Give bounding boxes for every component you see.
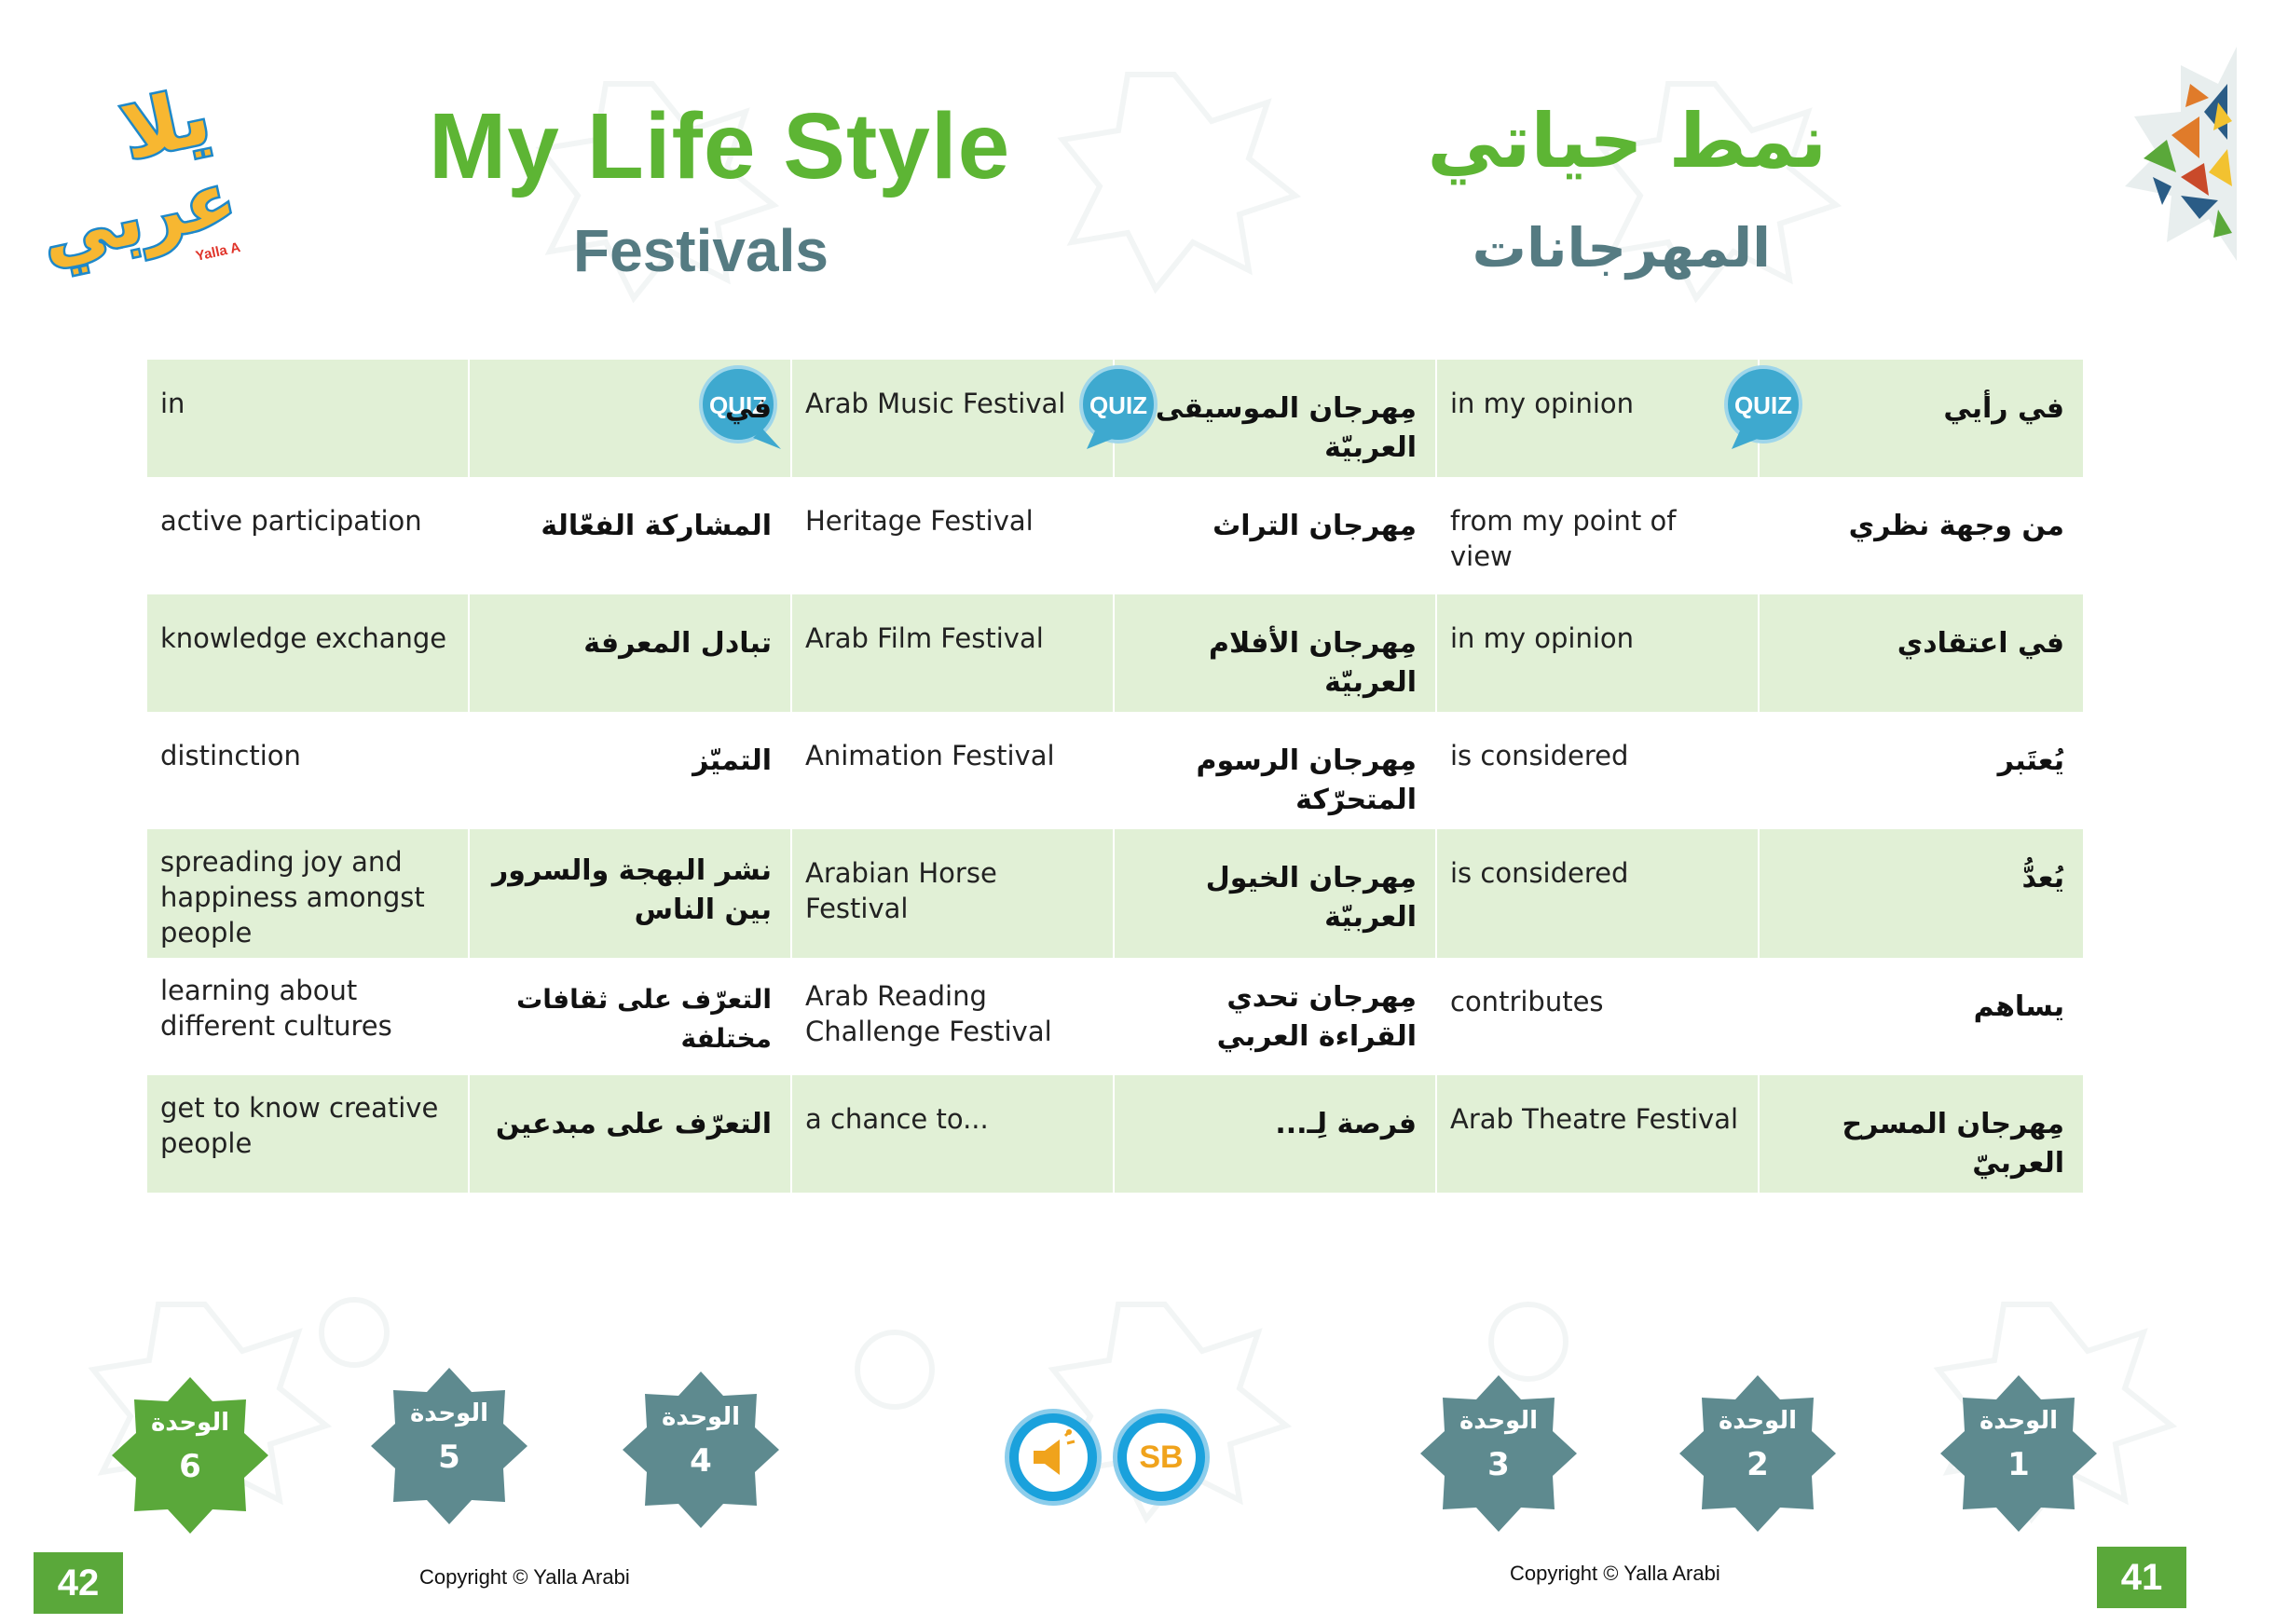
- vocab-en-cell: Arab Reading Challenge Festival: [790, 958, 1114, 1075]
- vocab-ar-cell: التعرّف على مبدعين: [468, 1075, 791, 1193]
- eight-point-star-icon: [1940, 1375, 2097, 1532]
- unit-4-button[interactable]: الوحدة 4: [623, 1372, 779, 1528]
- vocab-en-cell: distinction: [145, 712, 469, 829]
- vocab-ar-cell: يساهم: [1758, 958, 2083, 1075]
- vocab-ar-cell: التميّز: [468, 712, 791, 829]
- vocab-ar-cell: التعرّف على ثقافات مختلفة: [468, 958, 791, 1075]
- svg-text:QUIZ: QUIZ: [709, 391, 767, 419]
- vocab-ar-cell: من وجهة نظري: [1758, 477, 2083, 594]
- sb-label: SB: [1139, 1440, 1184, 1475]
- table-row: in QUIZ في Arab Music Festival QUIZ مِهر…: [145, 360, 2083, 477]
- vocab-en-cell: Animation Festival: [790, 712, 1114, 829]
- page-subtitle-ar: المهرجانات: [1472, 216, 1771, 280]
- svg-text:QUIZ: QUIZ: [1734, 391, 1792, 419]
- page-number-right: 41: [2097, 1547, 2186, 1608]
- copyright-left: Copyright © Yalla Arabi: [419, 1565, 630, 1589]
- vocab-en-cell: Arabian Horse Festival: [790, 829, 1114, 958]
- vocab-ar-cell: QUIZ مِهرجان الموسيقى العربيّة: [1079, 360, 1436, 477]
- table-row: get to know creative people التعرّف على …: [145, 1075, 2083, 1193]
- vocab-en-cell: a chance to...: [790, 1075, 1114, 1193]
- vocab-ar-cell: تبادل المعرفة: [468, 594, 791, 712]
- vocab-ar-cell: مِهرجان الأفلام العربيّة: [1113, 594, 1436, 712]
- table-row: distinction التميّز Animation Festival م…: [145, 712, 2083, 829]
- vocab-ar-cell: مِهرجان المسرح العربيّ: [1758, 1075, 2083, 1193]
- vocab-ar-cell: يُعتَبر: [1758, 712, 2083, 829]
- vocab-ar-cell: نشر البهجة والسرور بين الناس: [468, 829, 791, 958]
- svg-text:QUIZ: QUIZ: [1089, 391, 1147, 419]
- quiz-bubble-icon[interactable]: QUIZ: [697, 363, 787, 453]
- table-row: active participation المشاركة الفعّالة H…: [145, 477, 2083, 594]
- eight-point-star-icon: [1420, 1375, 1577, 1532]
- vocab-en-cell: Arab Music Festival: [790, 360, 1114, 477]
- vocab-en-cell: is considered: [1435, 712, 1759, 829]
- vocab-ar-cell: مِهرجان الخيول العربيّة: [1113, 829, 1436, 958]
- eight-point-star-icon: [1679, 1375, 1836, 1532]
- svg-text:يلا: يلا: [115, 73, 218, 177]
- quiz-bubble-icon[interactable]: QUIZ: [1722, 363, 1812, 453]
- unit-5-button[interactable]: الوحدة 5: [371, 1368, 527, 1524]
- unit-1-button[interactable]: الوحدة 1: [1940, 1375, 2097, 1532]
- audio-button[interactable]: [1005, 1409, 1102, 1506]
- unit-2-button[interactable]: الوحدة 2: [1679, 1375, 1836, 1532]
- page-subtitle-en: Festivals: [573, 217, 829, 284]
- vocab-en-cell: in my opinion: [1435, 594, 1759, 712]
- table-row: learning about different cultures التعرّ…: [145, 958, 2083, 1075]
- vocabulary-table: in QUIZ في Arab Music Festival QUIZ مِهر…: [145, 360, 2083, 1193]
- page-title-en: My Life Style: [429, 94, 1011, 198]
- quiz-bubble-icon[interactable]: QUIZ: [1077, 363, 1167, 453]
- vocab-ar-cell: في اعتقادي: [1758, 594, 2083, 712]
- copyright-right: Copyright © Yalla Arabi: [1510, 1562, 1720, 1585]
- eight-point-star-icon: [112, 1377, 268, 1534]
- mosaic-star-ornament: [2125, 47, 2237, 261]
- vocab-en-cell: active participation: [145, 477, 469, 594]
- vocab-en-cell: learning about different cultures: [145, 958, 469, 1075]
- vocab-ar-cell: مِهرجان الرسوم المتحرّكة: [1113, 712, 1436, 829]
- vocab-en-cell: in my opinion: [1435, 360, 1759, 477]
- page-title-ar: نمط حياتي: [1427, 98, 1827, 184]
- audio-speaker-icon: [1034, 1428, 1075, 1475]
- vocab-ar-cell: QUIZ في: [468, 360, 791, 477]
- eight-point-star-icon: [371, 1368, 527, 1524]
- vocab-en-cell: is considered: [1435, 829, 1759, 958]
- vocab-en-cell: spreading joy and happiness amongst peop…: [145, 829, 469, 958]
- vocab-en-cell: knowledge exchange: [145, 594, 469, 712]
- vocab-en-cell: contributes: [1435, 958, 1759, 1075]
- vocab-en-cell: Arab Theatre Festival: [1435, 1075, 1759, 1193]
- vocab-en-cell: Arab Film Festival: [790, 594, 1114, 712]
- unit-6-button[interactable]: الوحدة 6: [112, 1377, 268, 1534]
- vocab-en-cell: from my point of view: [1435, 477, 1759, 594]
- vocab-en-cell: Heritage Festival: [790, 477, 1114, 594]
- vocab-en-cell: in: [145, 360, 469, 477]
- table-row: spreading joy and happiness amongst peop…: [145, 829, 2083, 958]
- vocab-ar-cell: يُعدُّ: [1758, 829, 2083, 958]
- eight-point-star-icon: [623, 1372, 779, 1528]
- vocab-ar-cell: مِهرجان التراث: [1113, 477, 1436, 594]
- unit-3-button[interactable]: الوحدة 3: [1420, 1375, 1577, 1532]
- yalla-arabi-logo: يلا عربي Yalla Arabi: [32, 70, 240, 281]
- vocab-ar-cell: المشاركة الفعّالة: [468, 477, 791, 594]
- vocab-en-cell: get to know creative people: [145, 1075, 469, 1193]
- vocab-ar-cell: QUIZ في رأيي: [1724, 360, 2083, 477]
- table-row: knowledge exchange تبادل المعرفة Arab Fi…: [145, 594, 2083, 712]
- vocab-ar-cell: مِهرجان تحدي القراءة العربي: [1113, 958, 1436, 1075]
- vocab-ar-cell: فرصة لِـ...: [1113, 1075, 1436, 1193]
- page-number-left: 42: [34, 1552, 123, 1614]
- student-book-button[interactable]: SB: [1113, 1409, 1210, 1506]
